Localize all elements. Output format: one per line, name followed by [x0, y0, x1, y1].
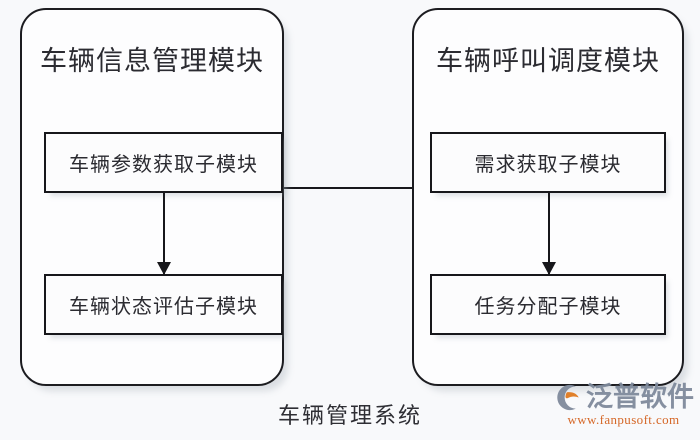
panel-connector-line	[283, 187, 413, 189]
submodule-box-vehicle-parameter-acquisition: 车辆参数获取子模块	[44, 132, 283, 193]
submodule-box-demand-acquisition: 需求获取子模块	[430, 132, 666, 193]
watermark-url: www.fanpusoft.com	[567, 412, 680, 427]
panel-title-vehicle-call-dispatch: 车辆呼叫调度模块	[436, 46, 660, 76]
watermark-brand-name: 泛普软件	[586, 381, 694, 413]
fanpu-circle-swoosh-icon	[557, 384, 579, 411]
arrow-down-icon-right	[548, 193, 550, 274]
arrow-down-icon-left	[163, 193, 165, 274]
watermark-logo: 泛普软件 www.fanpusoft.com	[553, 382, 694, 428]
watermark-logo-row: 泛普软件	[553, 382, 694, 413]
submodule-box-task-assignment: 任务分配子模块	[430, 274, 666, 335]
submodule-box-vehicle-status-evaluation: 车辆状态评估子模块	[44, 274, 283, 335]
panel-title-vehicle-info-management: 车辆信息管理模块	[40, 46, 264, 76]
diagram-caption: 车辆管理系统	[277, 403, 422, 428]
